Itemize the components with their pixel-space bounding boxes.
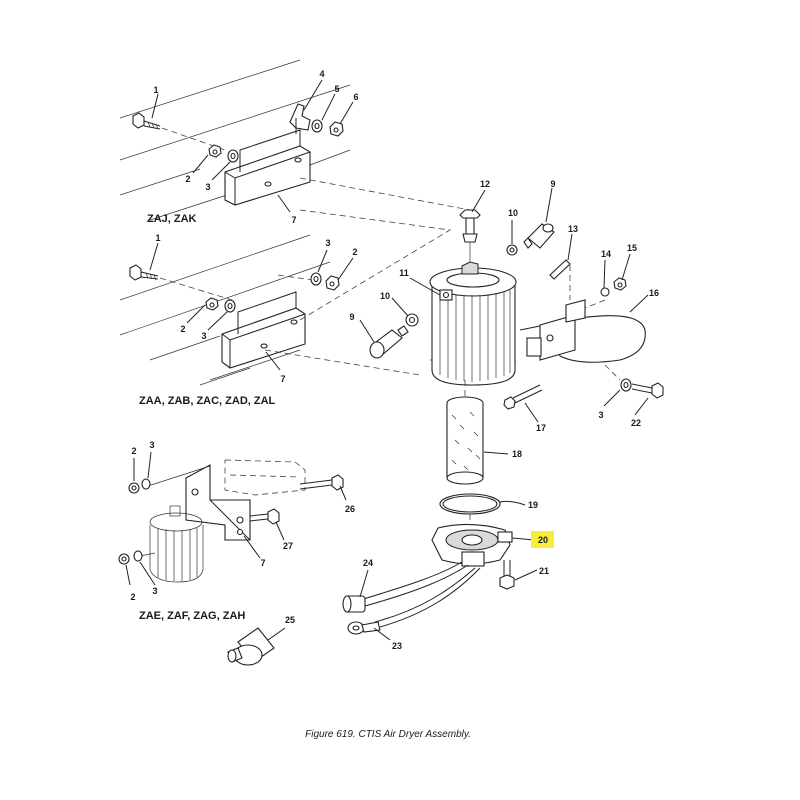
washer-item-14 (600, 287, 610, 297)
bolt-item-27 (249, 508, 280, 525)
bracket-item-7-left (185, 464, 251, 541)
callout-11: 11 (399, 268, 409, 278)
nut-item-2-lower (205, 297, 219, 311)
fitting-item-9-upper (523, 223, 555, 249)
callout-13: 13 (568, 224, 578, 234)
terminal-item-23 (347, 621, 381, 635)
bolt-item-1-lower (129, 264, 159, 281)
bracket-item-7-lower (221, 291, 306, 369)
bolt-item-1-upper (132, 112, 161, 130)
valve-item-12 (459, 209, 481, 262)
callout-21: 21 (539, 566, 549, 576)
nut-item-2-left-upper (128, 482, 140, 494)
fitting-item-25 (227, 627, 275, 666)
callout-26: 26 (345, 504, 355, 514)
callout-2: 2 (352, 247, 357, 257)
harness-wires (359, 561, 481, 628)
bolt-item-17 (503, 384, 543, 410)
callout-3: 3 (598, 410, 603, 420)
washer-item-3-right (620, 378, 632, 392)
callout-27: 27 (283, 541, 293, 551)
callout-1: 1 (155, 233, 160, 243)
callout-20-highlighted: 20 (538, 535, 548, 545)
callout-7: 7 (260, 558, 265, 568)
callout-9: 9 (550, 179, 555, 189)
bolt-item-22 (631, 382, 664, 399)
callout-4: 4 (319, 69, 324, 79)
clamp-item-16 (519, 299, 646, 363)
figure-caption: Figure 619. CTIS Air Dryer Assembly. (305, 729, 471, 740)
callout-7: 7 (280, 374, 285, 384)
callout-25: 25 (285, 615, 295, 625)
callout-3: 3 (152, 586, 157, 596)
pin-item-13 (549, 259, 571, 280)
callout-6: 6 (353, 92, 358, 102)
callout-19: 19 (528, 500, 538, 510)
nut-item-2-upper (208, 144, 222, 158)
nut-item-2-left-lower (118, 553, 130, 565)
frame-rail-lower (119, 234, 331, 386)
callout-10: 10 (380, 291, 390, 301)
callout-3: 3 (205, 182, 210, 192)
group-label-zaa-zal: ZAA, ZAB, ZAC, ZAD, ZAL (139, 395, 276, 407)
washer-item-3-upper (227, 149, 239, 163)
nut-item-6 (329, 121, 344, 137)
clip-item-4 (289, 103, 311, 134)
callout-2: 2 (180, 324, 185, 334)
callout-15: 15 (627, 243, 637, 253)
callout-3: 3 (325, 238, 330, 248)
group-label-zae-zah: ZAE, ZAF, ZAG, ZAH (139, 610, 245, 622)
callout-labels: 1 4 5 6 2 3 7 12 9 10 13 1 3 2 14 15 11 … (130, 69, 659, 651)
callout-highlight-20 (531, 531, 554, 548)
callout-10: 10 (508, 208, 518, 218)
washer-item-10-upper (506, 244, 518, 256)
callout-18: 18 (512, 449, 522, 459)
callout-2: 2 (185, 174, 190, 184)
callout-16: 16 (649, 288, 659, 298)
dryer-silhouette-left (149, 505, 204, 583)
washer-item-3-lower (224, 299, 236, 313)
washer-item-10-lower (405, 313, 419, 327)
connector-item-24 (342, 595, 366, 613)
washer-item-3-left-upper (141, 478, 151, 490)
callout-3: 3 (201, 331, 206, 341)
washer-item-3-lower-right (310, 272, 322, 286)
callout-22: 22 (631, 418, 641, 428)
frame-outline-dashed (224, 459, 306, 496)
screw-item-21 (499, 560, 515, 590)
cover-item-20 (431, 523, 513, 567)
nut-item-2-lower-right (325, 275, 340, 291)
o-ring-item-19 (439, 493, 501, 515)
leader-lines (125, 79, 649, 641)
cartridge-item-18 (446, 396, 484, 485)
callout-23: 23 (392, 641, 402, 651)
callout-17: 17 (536, 423, 546, 433)
callout-2: 2 (131, 446, 136, 456)
group-label-zaj-zak: ZAJ, ZAK (147, 213, 197, 225)
callout-1: 1 (153, 85, 158, 95)
callout-5: 5 (334, 84, 339, 94)
dryer-body-item-11 (429, 261, 517, 386)
callout-24: 24 (363, 558, 373, 568)
callout-7: 7 (291, 215, 296, 225)
callout-12: 12 (480, 179, 490, 189)
callout-2: 2 (130, 592, 135, 602)
nut-item-15 (613, 277, 627, 291)
callout-9: 9 (349, 312, 354, 322)
washer-item-5 (311, 119, 323, 133)
fitting-item-9-lower (369, 325, 409, 359)
bracket-item-7-upper (224, 129, 311, 206)
bolt-item-26 (299, 474, 344, 491)
washer-item-3-left-lower (133, 550, 143, 562)
callout-3: 3 (149, 440, 154, 450)
callout-14: 14 (601, 249, 611, 259)
